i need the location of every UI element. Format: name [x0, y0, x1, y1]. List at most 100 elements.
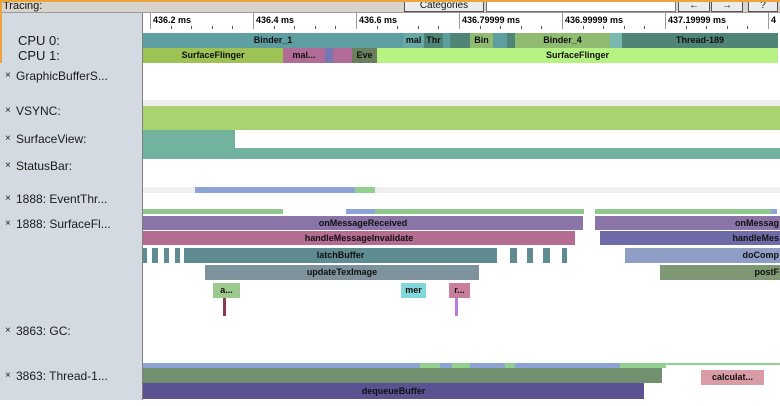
ruler-tick-label: 436.4 ms: [256, 15, 295, 25]
eventthread-bar: [771, 209, 777, 214]
thread1-states-bar: [666, 363, 780, 365]
surfaceflinger-latchbuffer-bar[interactable]: latchBuffer: [184, 248, 497, 263]
ruler-minor-tick: [294, 26, 295, 29]
thread1-states-bar: [143, 363, 420, 368]
surfaceflinger-latchbuffer-bar: [164, 248, 169, 263]
cpu1-bar[interactable]: SurfaceFlinger: [143, 48, 283, 63]
surfaceflinger-leaf-bar[interactable]: a...: [213, 283, 240, 298]
sidebar-row: ×3863: GC:: [0, 324, 143, 339]
ruler-minor-tick: [397, 26, 398, 29]
row-label: SurfaceView:: [16, 132, 87, 146]
thread1-top-bar: [143, 368, 662, 383]
cpu0-bar: [610, 33, 622, 48]
window-border-top: [0, 0, 780, 2]
statusbar-bar: [143, 187, 780, 193]
surfaceflinger-latchbuffer-bar: [143, 248, 147, 263]
row-label: 1888: SurfaceFl...: [16, 217, 111, 231]
surfaceflinger-updatetex-bar[interactable]: postF: [660, 265, 780, 280]
row-label: CPU 1:: [18, 48, 60, 63]
thread1-dequeue-bar[interactable]: dequeueBuffer: [143, 383, 644, 399]
vsync-bar: [143, 106, 780, 130]
statusbar-bar: [355, 187, 375, 193]
surfaceflinger-latchbuffer-bar[interactable]: doComp: [625, 248, 780, 263]
ruler-minor-tick: [438, 26, 439, 29]
surfaceflinger-latchbuffer-bar: [527, 248, 533, 263]
ruler-major-tick: [768, 13, 769, 29]
close-icon[interactable]: ×: [5, 218, 11, 229]
cpu0-bar[interactable]: Thr: [424, 33, 443, 48]
surfaceflinger-handlemessage-bar[interactable]: handleMessageInvalidate: [143, 231, 575, 245]
surfaceview-bar: [143, 130, 235, 159]
surfaceflinger-leaf-bar[interactable]: mer: [401, 283, 426, 298]
close-icon[interactable]: ×: [5, 370, 11, 381]
surfaceflinger-latchbuffer-bar: [152, 248, 158, 263]
close-icon[interactable]: ×: [5, 193, 11, 204]
ruler-tick-label: 436.6 ms: [359, 15, 398, 25]
row-label-sidebar: CPU 0:CPU 1:×GraphicBufferS...×VSYNC:×Su…: [0, 12, 143, 400]
sidebar-row: × 3863: Thread-1...: [0, 369, 143, 384]
surfaceflinger-leaf-bar[interactable]: r...: [449, 283, 470, 298]
thread1-states-bar: [505, 363, 515, 368]
cpu0-bar[interactable]: Thread-189: [622, 33, 778, 48]
row-label: 1888: EventThr...: [16, 192, 108, 206]
ruler-minor-tick: [521, 26, 522, 29]
ruler-major-tick: [356, 13, 357, 29]
ruler-minor-tick: [171, 26, 172, 29]
eventthread-bar: [595, 209, 775, 214]
ruler-minor-tick: [212, 26, 213, 29]
ruler-minor-tick: [644, 26, 645, 29]
cpu1-bar[interactable]: Eve: [352, 48, 377, 63]
ruler-minor-tick: [706, 26, 707, 29]
close-icon[interactable]: ×: [5, 325, 11, 336]
ruler-major-tick: [150, 13, 151, 29]
cpu1-bar[interactable]: mal...: [283, 48, 325, 63]
row-label: 3863: Thread-1...: [16, 369, 108, 383]
surfaceflinger-onmessage-bar[interactable]: onMessag: [595, 216, 780, 230]
ruler-minor-tick: [480, 26, 481, 29]
ruler-major-tick: [253, 13, 254, 29]
ruler-minor-tick: [583, 26, 584, 29]
sidebar-row: CPU 1:: [0, 48, 143, 63]
surfaceflinger-onmessage-bar[interactable]: onMessageReceived: [143, 216, 583, 230]
sidebar-row: × StatusBar:: [0, 159, 143, 174]
row-label: GraphicBufferS...: [16, 69, 108, 83]
cpu0-bar[interactable]: Bin: [470, 33, 493, 48]
bottom-strip: [0, 400, 780, 406]
close-icon[interactable]: ×: [5, 70, 11, 81]
cpu0-bar: [493, 33, 507, 48]
ruler-minor-tick: [747, 26, 748, 29]
row-label: CPU 0:: [18, 33, 60, 48]
ruler-minor-tick: [500, 26, 501, 29]
close-icon[interactable]: ×: [5, 133, 11, 144]
cpu0-bar[interactable]: Binder_1: [143, 33, 403, 48]
ruler-major-tick: [459, 13, 460, 29]
cpu1-bar[interactable]: SurfaceFlinger: [377, 48, 778, 63]
filter-input[interactable]: [486, 0, 676, 12]
ruler-tick-label: 436.99999 ms: [565, 15, 624, 25]
surfaceflinger-handlemessage-bar[interactable]: handleMes: [600, 231, 780, 245]
close-icon[interactable]: ×: [5, 105, 11, 116]
thread1-states-bar: [440, 363, 452, 368]
ruler-minor-tick: [418, 26, 419, 29]
cpu0-bar[interactable]: mal: [403, 33, 424, 48]
surfaceflinger-droplines-bar: [223, 298, 226, 316]
ruler-minor-tick: [274, 26, 275, 29]
thread1-top-bar[interactable]: calculat...: [701, 370, 764, 385]
sidebar-row: × 1888: EventThr...: [0, 192, 143, 207]
thread1-states-bar: [515, 363, 620, 368]
ruler-minor-tick: [232, 26, 233, 29]
ruler-minor-tick: [377, 26, 378, 29]
cpu0-bar[interactable]: Binder_4: [515, 33, 610, 48]
close-icon[interactable]: ×: [5, 160, 11, 171]
cpu0-bar: [443, 33, 450, 48]
toolbar: Tracing: Categories ← → ?: [0, 0, 780, 13]
window-border-left: [0, 0, 2, 63]
ruler-minor-tick: [191, 26, 192, 29]
row-label: StatusBar:: [16, 159, 73, 173]
cpu0-bar: [507, 33, 515, 48]
surfaceflinger-updatetex-bar[interactable]: updateTexImage: [205, 265, 479, 280]
statusbar-bar: [195, 187, 355, 193]
eventthread-bar: [346, 209, 375, 214]
